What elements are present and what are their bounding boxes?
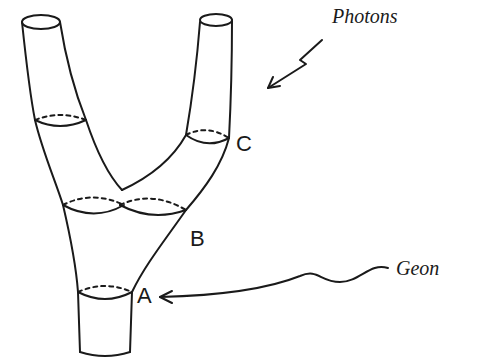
photons-label: Photons xyxy=(332,6,398,26)
pointer-arrow xyxy=(268,40,322,88)
cross-section xyxy=(186,135,229,143)
point-letter: C xyxy=(236,133,252,155)
arrow-head xyxy=(268,77,280,88)
tube-outline xyxy=(122,22,200,190)
tube-outline xyxy=(60,22,122,190)
cross-section xyxy=(120,205,186,215)
cross-section xyxy=(80,352,130,356)
tube-outline xyxy=(130,20,232,352)
geon-label: Geon xyxy=(396,258,439,278)
tube-outline xyxy=(22,22,80,352)
cross-section xyxy=(35,120,86,126)
cross-section xyxy=(35,115,86,120)
point-letter: A xyxy=(137,285,152,307)
cross-section xyxy=(186,130,229,138)
pointer-arrow xyxy=(160,267,388,297)
cross-section xyxy=(200,14,232,26)
cross-section xyxy=(63,198,124,206)
point-letter: B xyxy=(190,228,205,250)
arrow-head xyxy=(160,291,172,303)
cross-section xyxy=(120,199,186,210)
cross-section xyxy=(78,286,132,292)
cross-section xyxy=(63,205,124,214)
cross-section xyxy=(22,15,60,29)
cross-section xyxy=(78,292,132,299)
